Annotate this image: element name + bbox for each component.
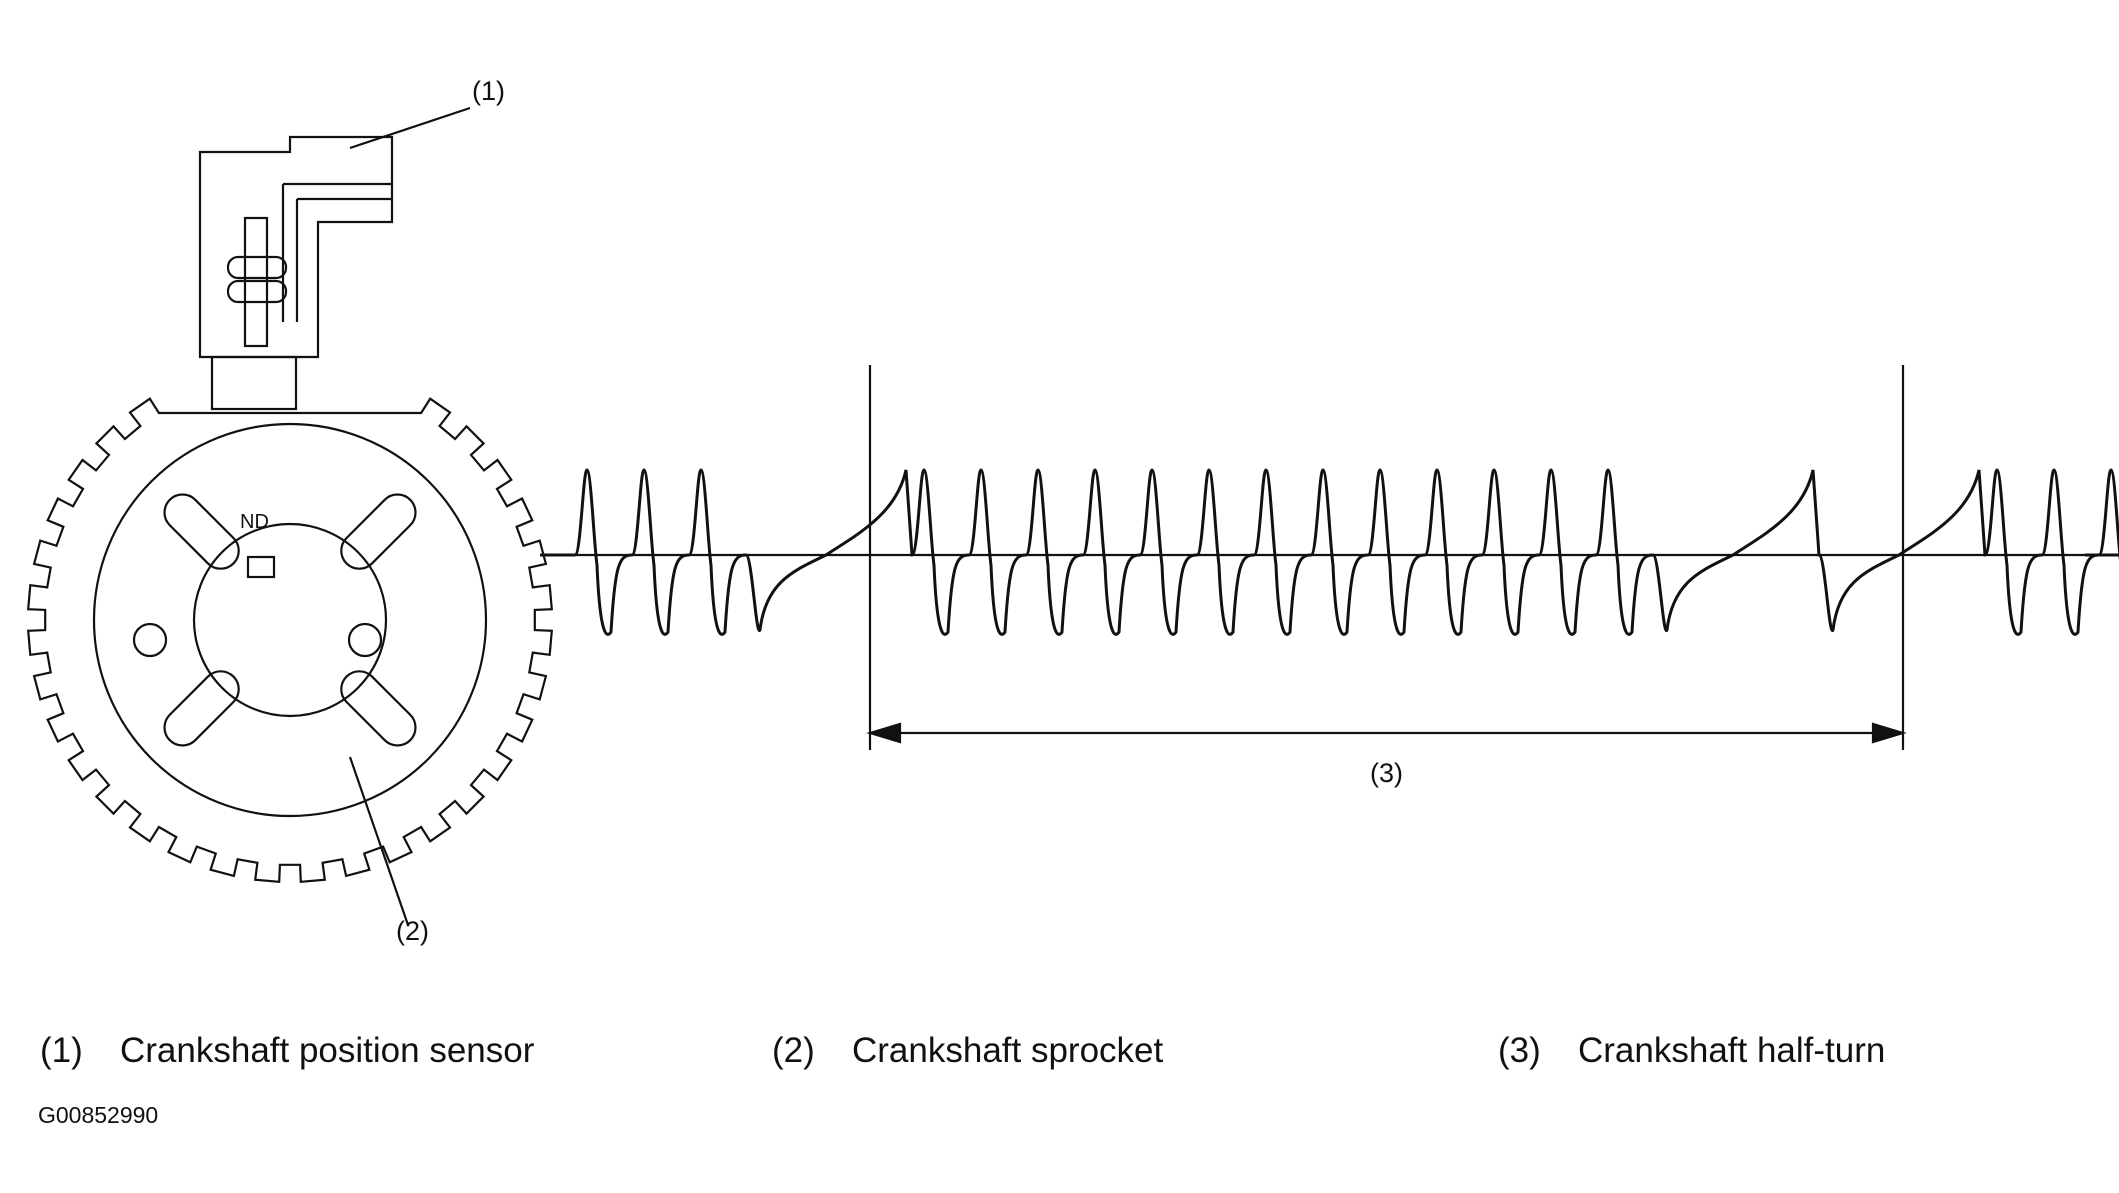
legend-label: Crankshaft sprocket <box>852 1031 1164 1070</box>
sprocket-slot-lower-right <box>340 670 417 747</box>
legend-number: (3) <box>1498 1031 1541 1070</box>
sprocket-slot-lower-left <box>163 670 240 747</box>
sprocket-key-notch <box>246 555 276 579</box>
legend-item-sprocket: (2) Crankshaft sprocket <box>772 1031 1163 1071</box>
dimension-arrow-right <box>1871 722 1907 744</box>
legend-item-sensor: (1) Crankshaft position sensor <box>40 1031 534 1071</box>
legend-number: (1) <box>40 1031 83 1070</box>
sprocket-slots <box>163 493 417 747</box>
crankshaft-position-sensor <box>198 106 471 411</box>
crankshaft-sprocket <box>27 397 553 926</box>
sprocket-teeth <box>27 397 553 883</box>
legend-number: (2) <box>772 1031 815 1070</box>
sprocket-slot-upper-right <box>340 493 417 570</box>
legend-label: Crankshaft position sensor <box>120 1031 535 1070</box>
nd-mark: ND <box>240 511 269 533</box>
dimension-arrow-left <box>866 722 902 744</box>
legend-item-half-turn: (3) Crankshaft half-turn <box>1498 1031 1885 1071</box>
sprocket-hole-right <box>347 622 383 658</box>
waveform-trace <box>540 468 2119 636</box>
callout-half-turn: (3) <box>1370 758 1403 788</box>
callout-sensor: (1) <box>472 76 505 106</box>
callout-sprocket: (2) <box>396 916 429 946</box>
figure-code: G00852990 <box>38 1102 159 1128</box>
sprocket-hole-left <box>132 622 168 658</box>
sprocket-slot-upper-left <box>163 493 240 570</box>
legend-label: Crankshaft half-turn <box>1578 1031 1886 1070</box>
sensor-signal-waveform <box>540 365 2119 750</box>
